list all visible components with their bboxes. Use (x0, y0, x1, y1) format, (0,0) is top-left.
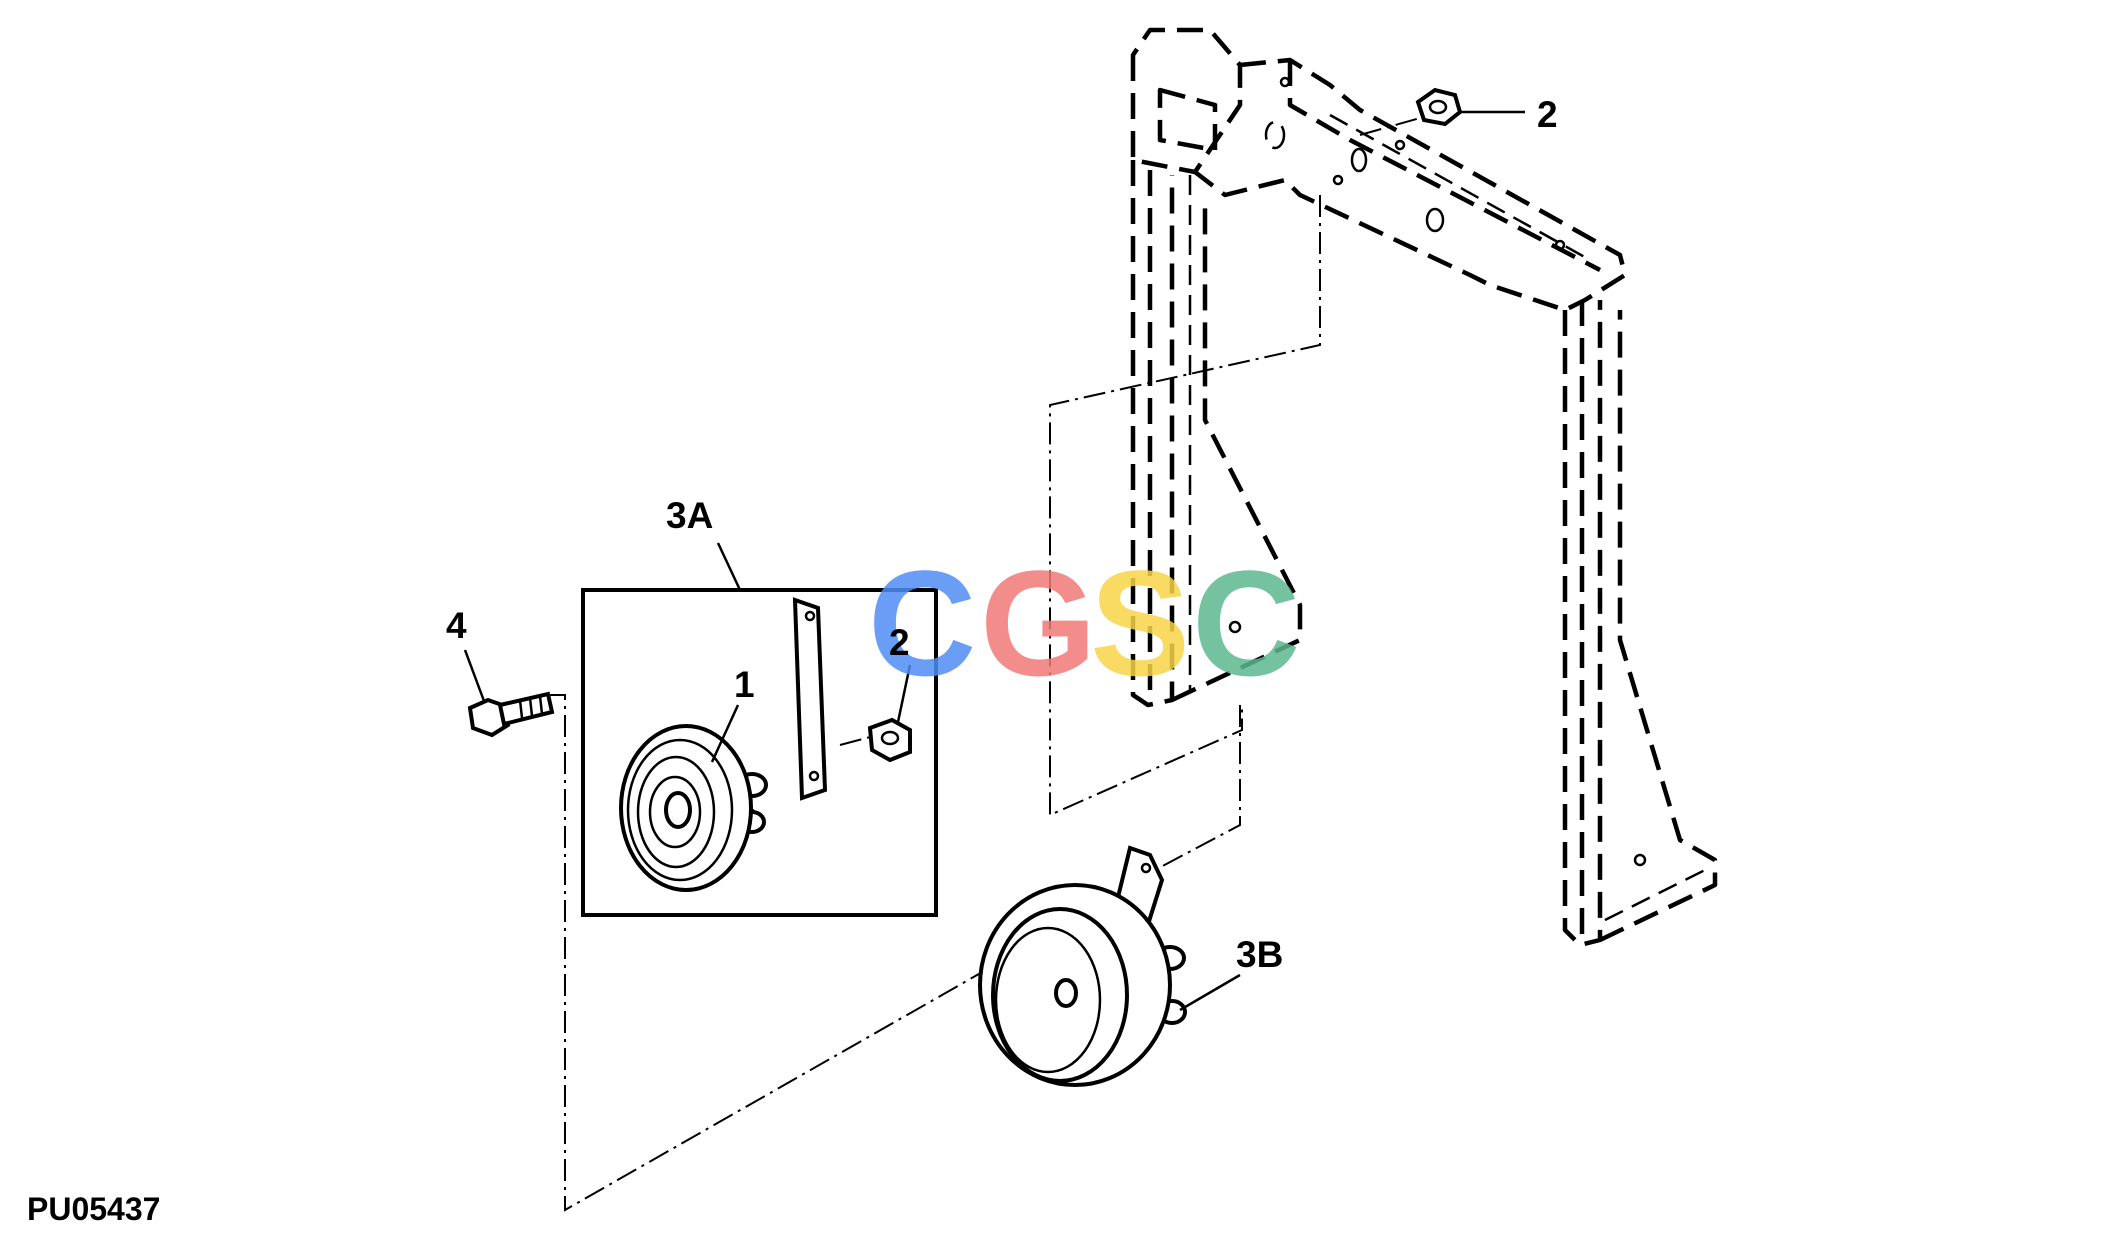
nut-2-bracket (1415, 87, 1525, 127)
horn-3b (978, 845, 1241, 1087)
callout-2-bracket: 2 (1537, 94, 1558, 135)
callout-2-kit: 2 (889, 622, 910, 663)
watermark-letter-3: S (1090, 539, 1190, 707)
kit-3a-box (581, 542, 938, 917)
mounting-strap (792, 597, 828, 801)
callout-4: 4 (446, 605, 467, 646)
horn-mounting-bracket (1130, 27, 1718, 948)
watermark-letter-1: C (868, 539, 976, 707)
callout-3a: 3A (666, 495, 713, 536)
callout-labels: 1 2 2 3A 3B 4 (446, 94, 1558, 975)
nut-2-kit (867, 664, 912, 763)
figure-code: PU05437 (27, 1191, 160, 1227)
watermark-letter-2: G (980, 539, 1097, 707)
assembly-center-lines (548, 117, 1421, 1212)
callout-1: 1 (734, 664, 755, 705)
callout-3b: 3B (1236, 934, 1283, 975)
cgsc-watermark: C G S C (868, 539, 1300, 707)
watermark-letter-4: C (1192, 539, 1300, 707)
horn-1 (619, 724, 768, 892)
bolt-4 (463, 649, 555, 738)
